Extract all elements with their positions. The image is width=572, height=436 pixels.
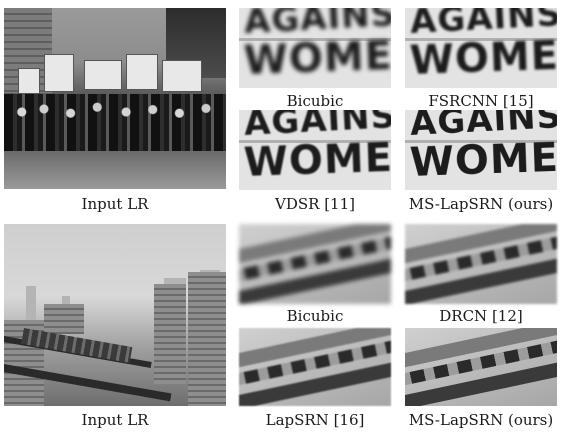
tower: [26, 286, 36, 336]
building-block: [188, 272, 226, 406]
crop-mslapsrn-train: [405, 328, 557, 406]
caption-bicubic-top: Bicubic: [286, 92, 344, 110]
crop-lapsrn-train: [239, 328, 391, 406]
protest-sign: [18, 68, 40, 94]
protest-sign: [162, 60, 202, 92]
caption-fsrcnn: FSRCNN [15]: [428, 92, 534, 110]
caption-drcn: DRCN [12]: [439, 307, 523, 325]
crop-drcn-train: [405, 224, 557, 304]
caption-vdsr: VDSR [11]: [275, 195, 355, 213]
input-lr-city-image: [4, 224, 226, 406]
street: [4, 151, 226, 189]
crop-bicubic-train: [239, 224, 391, 304]
sign-text-line2: WOMEN: [243, 31, 391, 84]
protest-sign: [44, 54, 74, 92]
caption-mslapsrn-top: MS-LapSRN (ours): [408, 195, 554, 213]
sign-text-line2: WOMEN: [243, 133, 391, 186]
caption-lapsrn: LapSRN [16]: [265, 411, 365, 429]
crop-mslapsrn-text: AGAINS WOMEN: [405, 110, 557, 190]
caption-input-lr-bottom: Input LR: [81, 411, 149, 429]
sign-text-line2: WOMEN: [409, 31, 557, 84]
building-block: [44, 304, 84, 334]
crop-vdsr-text: AGAINS WOMEN: [239, 110, 391, 190]
crowd: [4, 94, 226, 154]
crop-fsrcnn-text: AGAINS WOMEN: [405, 8, 557, 88]
caption-bicubic-bottom: Bicubic: [286, 307, 344, 325]
caption-mslapsrn-bottom: MS-LapSRN (ours): [408, 411, 554, 429]
protest-sign: [84, 60, 122, 90]
input-lr-protest-image: [4, 8, 226, 189]
sign-text-line2: WOMEN: [409, 133, 557, 186]
protest-sign: [126, 54, 158, 90]
caption-input-lr-top: Input LR: [81, 195, 149, 213]
crop-bicubic-text: AGAINS WOMEN: [239, 8, 391, 88]
building-block: [154, 284, 186, 384]
